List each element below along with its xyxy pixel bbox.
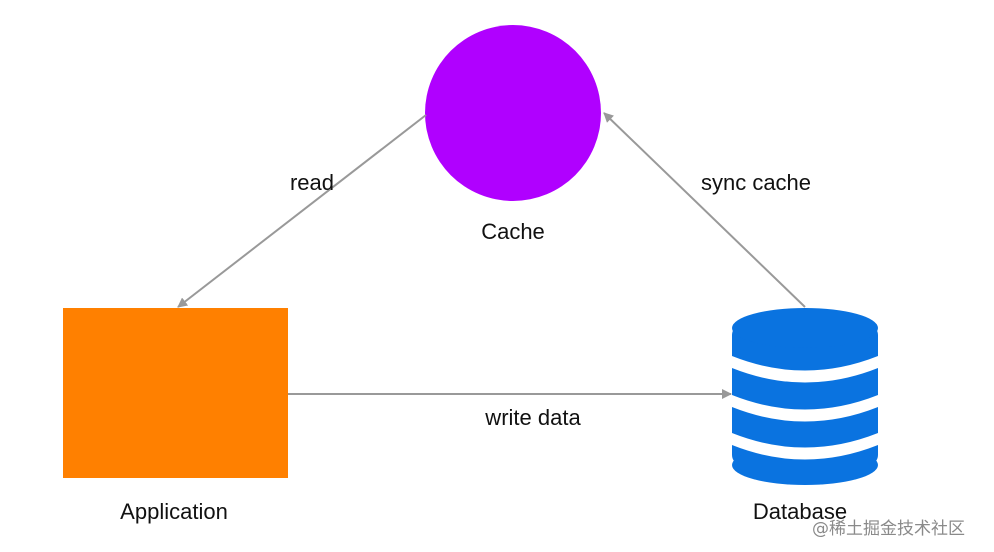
write-data-edge-label: write data (485, 405, 581, 430)
read-arrow (177, 114, 427, 308)
watermark: @稀土掘金技术社区 (812, 519, 965, 539)
sync-cache-edge-label: sync cache (700, 170, 812, 195)
cache-node (425, 25, 601, 201)
application-label: Application (120, 499, 228, 524)
database-label: Database (752, 499, 848, 524)
sync-cache-arrow (603, 112, 806, 308)
database-icon (732, 308, 878, 485)
application-node (63, 308, 288, 478)
read-edge-label: read (289, 170, 335, 195)
cache-label: Cache (481, 219, 545, 244)
